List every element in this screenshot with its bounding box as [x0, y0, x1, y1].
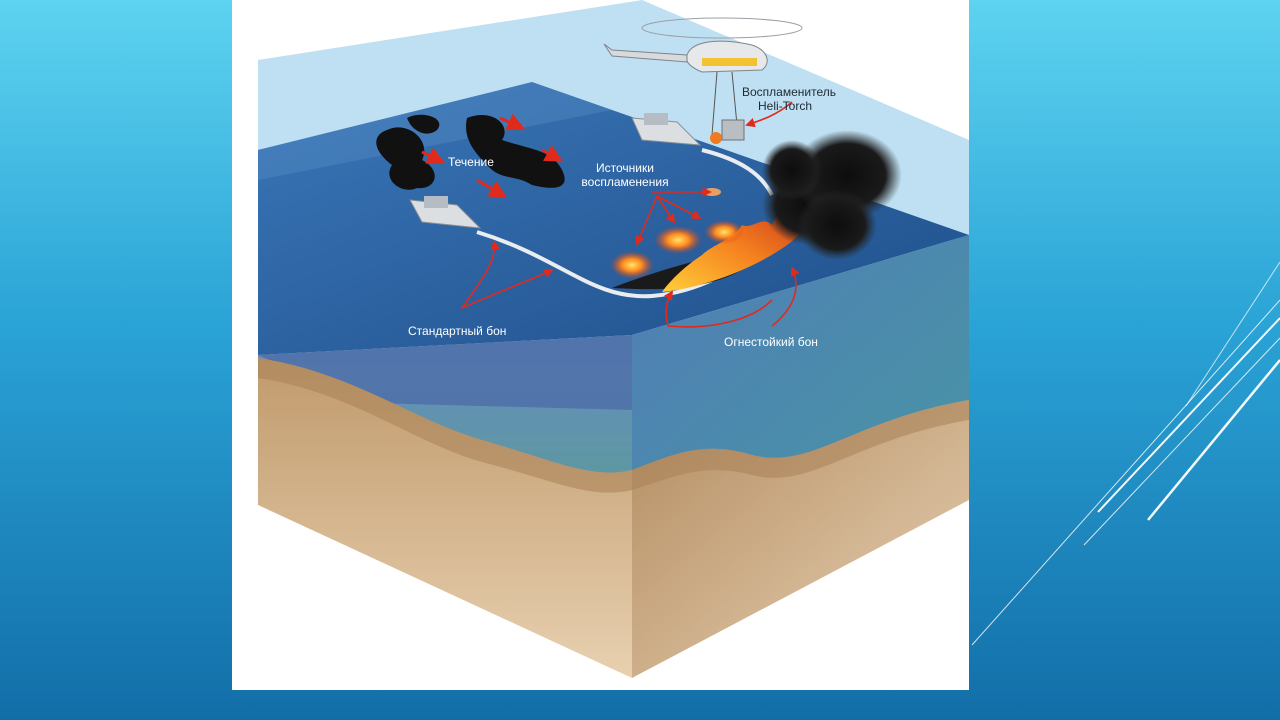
ignition-sources [610, 220, 744, 279]
fire-flames [662, 200, 808, 292]
label-fireproof-boom: Огнестойкий бон [724, 335, 818, 349]
label-igniter-line1: Воспламенитель [742, 85, 836, 99]
oil-slick-2 [407, 114, 440, 134]
water-wall-right [632, 235, 969, 520]
oil-slick-1 [376, 127, 435, 190]
label-igniter-line2: Heli-Torch [758, 99, 812, 113]
current-arrows [421, 113, 564, 198]
label-standard-boom: Стандартный бон [408, 324, 506, 338]
seabed-edge [258, 358, 969, 493]
label-ignition-line2: воспламенения [581, 175, 668, 189]
label-current: Течение [448, 155, 494, 169]
boat-right-icon [631, 113, 702, 146]
oil-burning-diagram: Воспламенитель Heli-Torch Течение Источн… [258, 0, 969, 678]
smoke-cloud [762, 130, 902, 260]
boat-left-icon [409, 196, 482, 229]
diagram-picture: Воспламенитель Heli-Torch Течение Источн… [232, 0, 969, 690]
callout-lines [461, 101, 800, 328]
seabed-front [258, 358, 632, 678]
ignition-arrows [635, 187, 712, 246]
helicopter-icon [603, 17, 803, 144]
label-ignition-line1: Источники [596, 161, 654, 175]
oil-slick-3 [466, 115, 565, 188]
